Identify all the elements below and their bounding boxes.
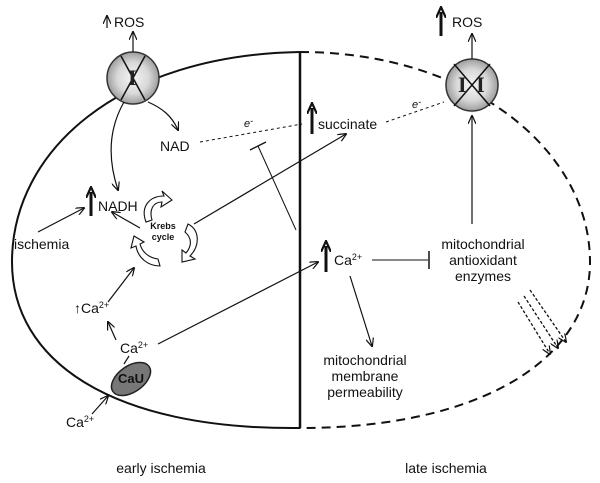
arrow-krebs-to-succinate: [193, 134, 346, 225]
arrow-ca-entry: [91, 396, 108, 415]
antioxidant-enzymes-label: mitochondrial antioxidant enzymes: [428, 236, 538, 284]
ca-late-label: Ca2+: [334, 252, 363, 268]
electron-right-label: e-: [412, 97, 422, 111]
cau-label: CaU: [117, 371, 144, 386]
nadh-label: NADH: [98, 198, 138, 214]
membrane-late-dashed: [299, 51, 592, 429]
arrow-ca-to-krebs: [107, 268, 134, 303]
arrow-ca-to-permeability: [349, 275, 372, 346]
krebs-line-2: cycle: [151, 232, 175, 242]
krebs-cycle-icon: [130, 190, 198, 267]
electron-dash-left: [199, 123, 303, 143]
complex-i-left-label: I: [128, 65, 137, 90]
ca-mitochondrial-label: Ca2+: [120, 340, 149, 356]
enzymes-outflow-arrows: [517, 289, 566, 354]
arrow-complex-to-nadh: [110, 101, 125, 190]
permeability-line-3: permeability: [327, 384, 403, 400]
ros-left-label: ROS: [114, 14, 145, 30]
antioxidant-line-1: mitochondrial: [441, 236, 525, 252]
ischemia-label: ischemia: [14, 236, 70, 252]
early-ischemia-caption: early ischemia: [116, 460, 206, 476]
nad-label: NAD: [160, 138, 190, 154]
arrow-krebs-to-nadh: [112, 212, 141, 229]
arrow-ca-to-ca-late: [157, 262, 318, 345]
ros-right-label: ROS: [452, 14, 483, 30]
arrow-complex-to-nad: [147, 101, 178, 130]
succinate-label: succinate: [318, 116, 378, 132]
late-ischemia-caption: late ischemia: [405, 460, 487, 476]
krebs-line-1: Krebs: [150, 221, 176, 231]
ca-cytosol-label: Ca2+: [66, 414, 95, 430]
complex-i-right-label: I I: [458, 72, 487, 97]
calcium-uniporter-icon: [110, 361, 152, 397]
krebs-cycle-label: Krebs cycle: [143, 221, 183, 243]
ca-increase-label: ↑Ca2+: [74, 300, 110, 316]
permeability-line-1: mitochondrial: [323, 352, 407, 368]
electron-dash-right: [385, 101, 445, 123]
arrow-ca-to-ca-up: [108, 322, 117, 341]
antioxidant-line-3: enzymes: [454, 268, 512, 284]
permeability-line-2: membrane: [331, 368, 399, 384]
membrane-permeability-label: mitochondrial membrane permeability: [310, 352, 420, 400]
arrow-cau-to-ca: [123, 355, 130, 365]
arrow-ischemia-to-nadh: [37, 208, 84, 233]
antioxidant-line-2: antioxidant: [449, 252, 517, 268]
inhibit-ca-to-electron: [257, 145, 297, 231]
inhibit-ca-to-electron-bar: [249, 141, 267, 151]
complex-i-left-icon: [106, 51, 160, 105]
electron-left-label: e-: [244, 116, 254, 130]
